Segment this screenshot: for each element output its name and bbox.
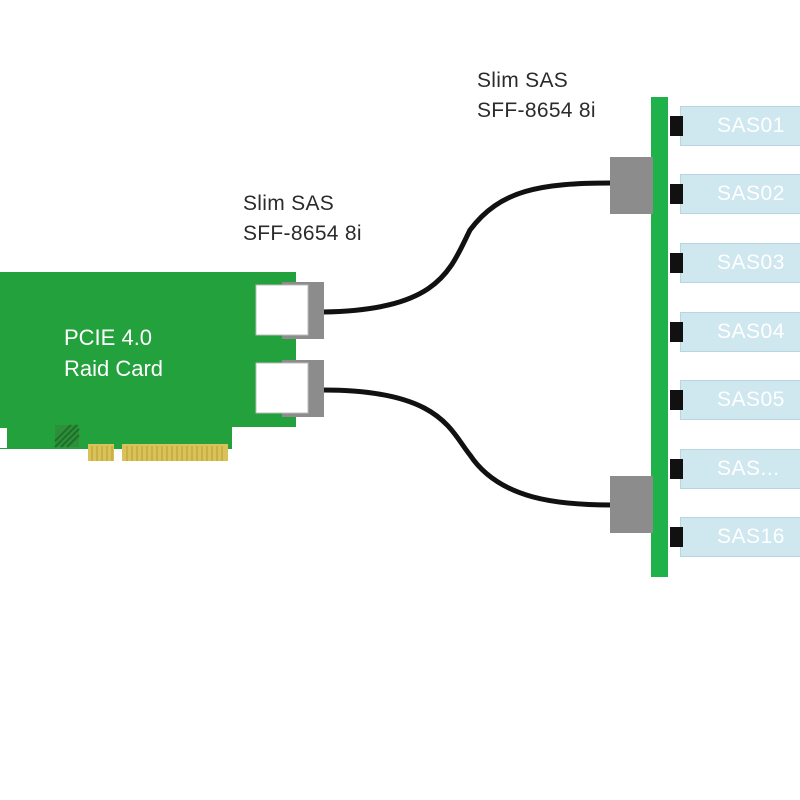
card-connector-label: Slim SAS SFF-8654 8i — [243, 189, 362, 249]
gold-finger-teeth — [91, 446, 223, 461]
bracket-notch-left — [0, 428, 7, 448]
cable-lower — [322, 387, 613, 508]
backplane-connector-label: Slim SAS SFF-8654 8i — [477, 66, 596, 126]
raid-card-pcb — [0, 272, 296, 427]
drive-slot-label: SAS16 — [717, 525, 785, 548]
drive-slot-label: SAS03 — [717, 251, 785, 274]
drive-slot-connector — [670, 253, 683, 273]
drive-slot-label: SAS05 — [717, 388, 785, 411]
card-connector-label-line1: Slim SAS — [243, 192, 335, 215]
backplane-connector-label-line2: SFF-8654 8i — [477, 99, 596, 122]
drive-slot: SAS02 — [680, 174, 800, 214]
drive-slot-label: SAS01 — [717, 114, 785, 137]
drive-slot-connector — [670, 527, 683, 547]
drive-slot-label: SAS04 — [717, 320, 785, 343]
drive-slot-label: SAS02 — [717, 182, 785, 205]
card-connector-label-line2: SFF-8654 8i — [243, 222, 362, 245]
drive-slot-label: SAS... — [717, 457, 780, 480]
backplane-connector-upper — [610, 157, 653, 214]
backplane-connector-label-line1: Slim SAS — [477, 69, 569, 92]
drive-slot: SAS03 — [680, 243, 800, 283]
card-connector-lower — [255, 360, 324, 417]
cable-upper — [322, 180, 613, 315]
drive-slot: SAS01 — [680, 106, 800, 146]
drive-slot-connector — [670, 116, 683, 136]
drive-slot-connector — [670, 184, 683, 204]
raid-card-title-line2: Raid Card — [64, 356, 164, 381]
drive-slot: SAS05 — [680, 380, 800, 420]
drive-slot: SAS04 — [680, 312, 800, 352]
drive-slot: SAS... — [680, 449, 800, 489]
drive-slot: SAS16 — [680, 517, 800, 557]
drive-slot-connector — [670, 322, 683, 342]
drive-slot-connector — [670, 390, 683, 410]
backplane-connector-lower — [610, 476, 653, 533]
card-connector-upper — [255, 282, 324, 339]
backplane-board — [651, 97, 668, 577]
hatched-pad — [54, 424, 80, 448]
raid-card-title: PCIE 4.0 Raid Card — [64, 322, 163, 384]
raid-card-title-line1: PCIE 4.0 — [64, 325, 153, 350]
drive-slot-connector — [670, 459, 683, 479]
